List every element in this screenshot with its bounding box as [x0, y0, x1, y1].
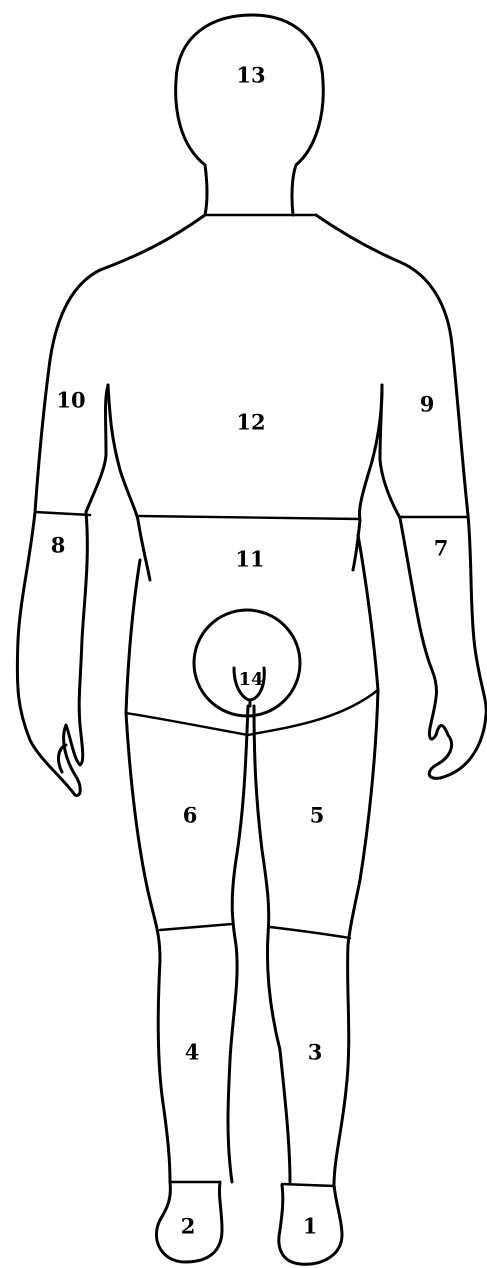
region-label-2: 2 — [181, 1216, 196, 1237]
inner-leg-line — [228, 706, 248, 1182]
head-outline — [176, 15, 324, 215]
torso-left-side — [108, 385, 150, 580]
region-label-7: 7 — [434, 538, 449, 559]
right-leg-outer — [279, 690, 378, 1264]
neck-left-outline — [205, 165, 207, 215]
torso-right-side — [353, 385, 382, 570]
region-label-12: 12 — [236, 412, 265, 433]
region-label-9: 9 — [420, 394, 435, 415]
region-label-3: 3 — [308, 1042, 323, 1063]
region-label-6: 6 — [183, 805, 198, 826]
region-label-1: 1 — [303, 1216, 318, 1237]
waist-divider — [138, 516, 360, 519]
left-arm-outline — [17, 215, 205, 795]
region-label-14: 14 — [238, 671, 263, 689]
region-label-5: 5 — [310, 805, 325, 826]
inner-leg-line-right — [254, 706, 290, 1182]
hip-divider — [126, 690, 378, 735]
right-arm-outline — [316, 215, 486, 778]
left-leg-outer — [126, 713, 222, 1262]
left-knee-divider — [160, 924, 232, 930]
region-label-13: 13 — [236, 65, 265, 86]
right-knee-divider — [270, 927, 350, 938]
region-label-10: 10 — [56, 390, 85, 411]
right-ankle-divider — [282, 1184, 334, 1186]
hip-left-side — [126, 560, 140, 712]
region-label-4: 4 — [185, 1042, 200, 1063]
hip-right-side — [358, 535, 378, 690]
region-label-11: 11 — [235, 549, 264, 570]
left-elbow-divider — [35, 512, 90, 515]
region-label-8: 8 — [51, 535, 66, 556]
